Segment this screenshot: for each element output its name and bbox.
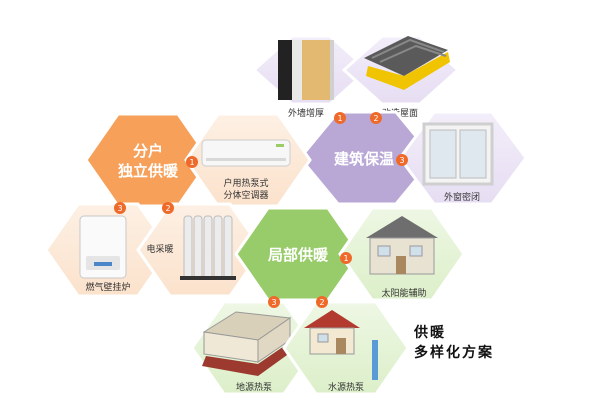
building-insulation-title: 建筑保温	[334, 150, 394, 168]
water-pump-label: 水源热泵	[328, 381, 364, 393]
gas-boiler-label: 燃气壁挂炉	[85, 281, 130, 293]
window-badge-num: 3	[399, 156, 404, 165]
gas-boiler-icon	[79, 215, 127, 279]
hex-roof: 改造屋面	[341, 34, 461, 119]
roof-badge-circle	[370, 112, 382, 124]
window-label: 外窗密闭	[444, 191, 480, 203]
household-title-line2: 独立供暖	[118, 162, 179, 180]
ground-house-icon	[202, 311, 294, 376]
local-heating-title: 局部供暖	[267, 246, 329, 264]
wall-badge-num: 1	[337, 114, 342, 123]
heatpump-ac-badge-num: 1	[189, 158, 194, 167]
roof-tiles-icon	[364, 36, 450, 90]
ground-pump-badge-circle	[268, 296, 280, 308]
household-heating-group: 分户 独立供暖 户用热泵式 分体空调器 燃气壁挂炉	[44, 112, 312, 298]
footer-line2: 多样化方案	[414, 345, 494, 361]
water-pump-badge-circle	[316, 296, 328, 308]
solar-badge-num: 1	[343, 254, 348, 263]
wall-layers-icon	[278, 40, 334, 100]
hex-ground-pump: 地源热泵	[190, 300, 318, 396]
local-heating-group: 局部供暖 太阳能辅助 地源热泵	[190, 206, 466, 396]
heatpump-ac-label-line2: 分体空调器	[223, 189, 268, 201]
roof-badge-num: 2	[373, 114, 378, 123]
building-insulation-group: 外墙增厚 改造屋面 建筑保温 外窗密	[251, 34, 528, 206]
oil-radiator-icon	[180, 215, 236, 280]
water-pump-badge-num: 2	[319, 298, 324, 307]
solar-label: 太阳能辅助	[381, 287, 426, 299]
hex-solar: 太阳能辅助	[338, 206, 466, 302]
hex-window: 外窗密闭	[398, 110, 528, 206]
ground-pump-label: 地源热泵	[236, 381, 272, 393]
ground-pump-badge-num: 3	[271, 298, 276, 307]
household-title-line1: 分户	[133, 142, 163, 160]
electric-heater-badge-num: 2	[165, 204, 170, 213]
gas-boiler-badge-circle	[114, 202, 126, 214]
electric-heater-label: 电采暖	[146, 243, 173, 255]
hex-heatpump-ac: 户用热泵式 分体空调器	[184, 112, 312, 208]
water-house-icon	[304, 310, 378, 380]
wall-label: 外墙增厚	[288, 107, 324, 119]
wall-badge-circle	[334, 112, 346, 124]
hex-water-pump: 水源热泵	[282, 300, 410, 396]
window-badge-circle	[396, 154, 408, 166]
electric-heater-badge-circle	[162, 202, 174, 214]
hex-gas-boiler: 燃气壁挂炉	[44, 202, 172, 298]
heatpump-ac-badge-circle	[186, 156, 198, 168]
gas-boiler-badge-num: 3	[117, 204, 122, 213]
solar-house-icon	[366, 216, 438, 275]
footer-line1: 供暖	[414, 325, 446, 341]
window-icon	[422, 122, 494, 186]
heatpump-ac-label-line1: 户用热泵式	[223, 177, 268, 189]
solar-badge-circle	[340, 252, 352, 264]
hex-building-insulation: 建筑保温	[298, 110, 436, 206]
air-conditioner-icon	[201, 139, 291, 167]
hex-electric-heater: 电采暖	[136, 202, 264, 298]
